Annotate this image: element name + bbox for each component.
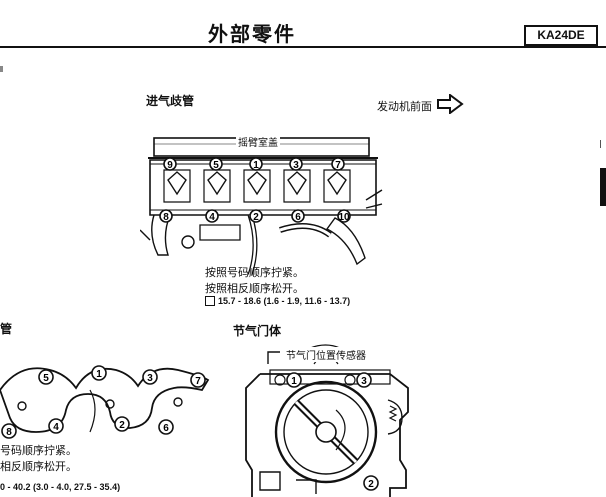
exhaust-bolt-label: 6 (163, 423, 169, 434)
intake-bolt-label: 7 (335, 160, 341, 171)
page-title: 外部零件 (208, 22, 296, 46)
header-divider (0, 46, 606, 48)
exhaust-bolt-label: 1 (96, 369, 102, 380)
model-badge: KA24DE (524, 25, 598, 46)
exhaust-bolt-label: 5 (43, 373, 49, 384)
exhaust-bolt-label: 2 (119, 420, 125, 431)
intake-bolt-label: 9 (167, 160, 173, 171)
torque-wrench-icon (205, 296, 215, 306)
throttle-bolt-label: 1 (291, 376, 297, 387)
edge-tab-mark (600, 140, 605, 148)
intake-bolt-label: 3 (293, 160, 299, 171)
intake-section-title: 进气歧管 (146, 94, 195, 108)
intake-bolt-label: 4 (209, 212, 215, 223)
throttle-bolt-label: 3 (361, 376, 367, 387)
exhaust-bolt-label: 4 (53, 422, 59, 433)
throttle-bolt-label: 2 (368, 479, 374, 490)
intake-bolt-label: 2 (253, 212, 259, 223)
intake-loosen-note: 按照相反顺序松开。 (205, 282, 304, 295)
intake-bolts-bottom (159, 209, 351, 223)
exhaust-tighten-note: 号码顺序拧紧。 (0, 444, 77, 457)
throttle-section-title: 节气门体 (233, 324, 282, 338)
exhaust-manifold-diagram: 5 1 3 7 8 4 2 6 (0, 365, 210, 439)
intake-torque-value: 15.7 - 18.6 (1.6 - 1.9, 11.6 - 13.7) (218, 296, 351, 306)
exhaust-section-title: 管 (0, 322, 13, 336)
exhaust-loosen-note: 相反顺序松开。 (0, 460, 77, 473)
edge-tab-bar (600, 168, 606, 206)
intake-bolts-top (163, 157, 345, 171)
margin-mark (0, 66, 3, 72)
intake-bolt-label: 8 (163, 212, 169, 223)
exhaust-torque-value: 0 - 40.2 (3.0 - 4.0, 27.5 - 35.4) (0, 482, 121, 492)
throttle-sensor-label: 节气门位置传感器 (284, 347, 368, 362)
exhaust-bolt-label: 3 (147, 373, 153, 384)
engine-front-label: 发动机前面 (377, 100, 432, 113)
intake-manifold-diagram: 9 5 1 3 7 8 4 2 6 10 (140, 137, 383, 276)
intake-bolt-label: 6 (295, 212, 301, 223)
rocker-cover-label: 摇臂室盖 (236, 134, 280, 149)
intake-bolt-label: 1 (253, 160, 259, 171)
engine-front-arrow-icon (437, 94, 464, 114)
exhaust-bolt-label: 8 (6, 427, 12, 438)
intake-torque-spec: 15.7 - 18.6 (1.6 - 1.9, 11.6 - 13.7) (205, 296, 350, 306)
exhaust-bolt-label: 7 (195, 376, 201, 387)
throttle-body-diagram: 1 3 2 (245, 344, 409, 497)
intake-bolt-label: 5 (213, 160, 219, 171)
intake-tighten-note: 按照号码顺序拧紧。 (205, 266, 304, 279)
intake-bolt-label: 10 (338, 212, 350, 223)
